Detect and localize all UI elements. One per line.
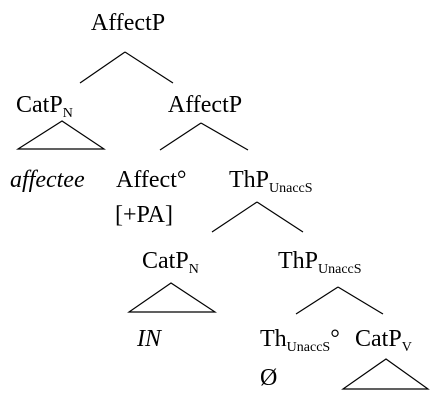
node-th-unaccs-head: ThUnaccS° xyxy=(260,326,340,355)
null-symbol: Ø xyxy=(260,365,277,391)
node-catp-v: CatPV xyxy=(355,326,412,355)
feature-plus-pa: [+PA] xyxy=(115,202,173,228)
node-thp-unaccs-upper: ThPUnaccS xyxy=(229,167,313,196)
edge-thp-lower-to-th-head xyxy=(295,286,339,315)
node-catp-n-lower: CatPN xyxy=(142,248,199,277)
node-thp-unaccs-lower: ThPUnaccS xyxy=(278,248,362,277)
edge-root-to-affectp xyxy=(124,51,174,84)
triangle-catp-n-spec xyxy=(15,120,106,150)
edge-thp-lower-to-catp-v xyxy=(337,286,384,315)
node-in: IN xyxy=(136,326,163,352)
edge-affectp-to-thp-upper xyxy=(200,122,249,151)
node-affect-head: Affect° xyxy=(116,167,186,193)
node-affectp-root: AffectP xyxy=(91,10,165,36)
edge-thp-upper-to-thp-lower xyxy=(256,201,304,233)
node-catp-n-spec: CatPN xyxy=(16,92,73,121)
triangle-catp-v xyxy=(341,358,430,390)
edge-thp-upper-to-catp-n xyxy=(211,201,258,233)
node-affectp-bar: AffectP xyxy=(168,92,242,118)
node-affectee: affectee xyxy=(10,167,85,193)
edge-affectp-to-affect-head xyxy=(159,122,202,151)
edge-root-to-catp-n xyxy=(79,51,126,84)
triangle-catp-n-lower xyxy=(127,282,218,313)
